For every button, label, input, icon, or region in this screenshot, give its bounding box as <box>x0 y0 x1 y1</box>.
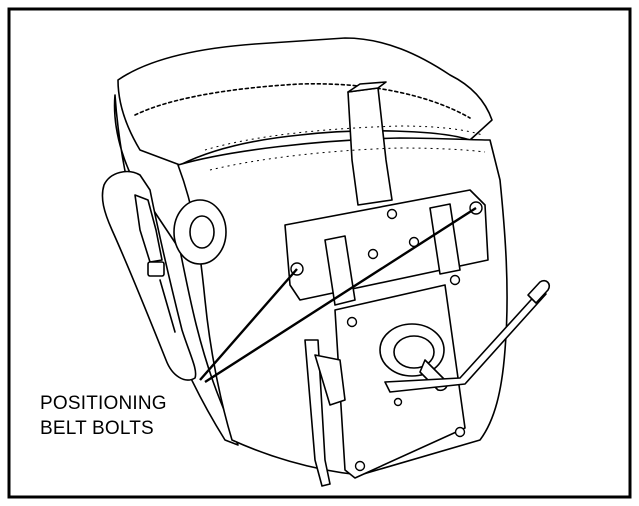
callout-line-2: BELT BOLTS <box>40 418 154 439</box>
lever-grip <box>527 279 551 304</box>
plate-bolt <box>346 316 358 328</box>
side-knob-inner <box>189 215 215 249</box>
armrest-slot <box>159 279 176 333</box>
figure-border <box>7 7 632 499</box>
seat-cushion-seam <box>134 82 471 119</box>
upright-post-top <box>347 81 387 93</box>
plate-bolt <box>393 397 403 407</box>
leader-line-left-bolt <box>199 268 298 381</box>
plate-bolt <box>354 460 366 472</box>
armrest-hinge <box>134 194 163 263</box>
plate-bolt <box>454 426 466 438</box>
positioning-belt-bolts-callout: POSITIONING BELT BOLTS <box>40 391 167 441</box>
linkage-bracket <box>314 354 346 406</box>
left-rail <box>324 235 356 306</box>
plate-bolt <box>386 208 398 220</box>
cushion-stitching <box>204 125 483 151</box>
plate-bolt <box>367 248 379 260</box>
armrest-latch <box>147 261 165 277</box>
linkage-rod <box>304 339 331 487</box>
callout-line-1: POSITIONING <box>40 393 167 414</box>
dial-face <box>393 335 435 369</box>
plate-bolt <box>449 274 461 286</box>
leader-line-right-bolt <box>204 206 477 384</box>
panel-stitching <box>209 147 486 171</box>
adjust-lever <box>384 289 547 393</box>
right-rail <box>429 203 461 275</box>
